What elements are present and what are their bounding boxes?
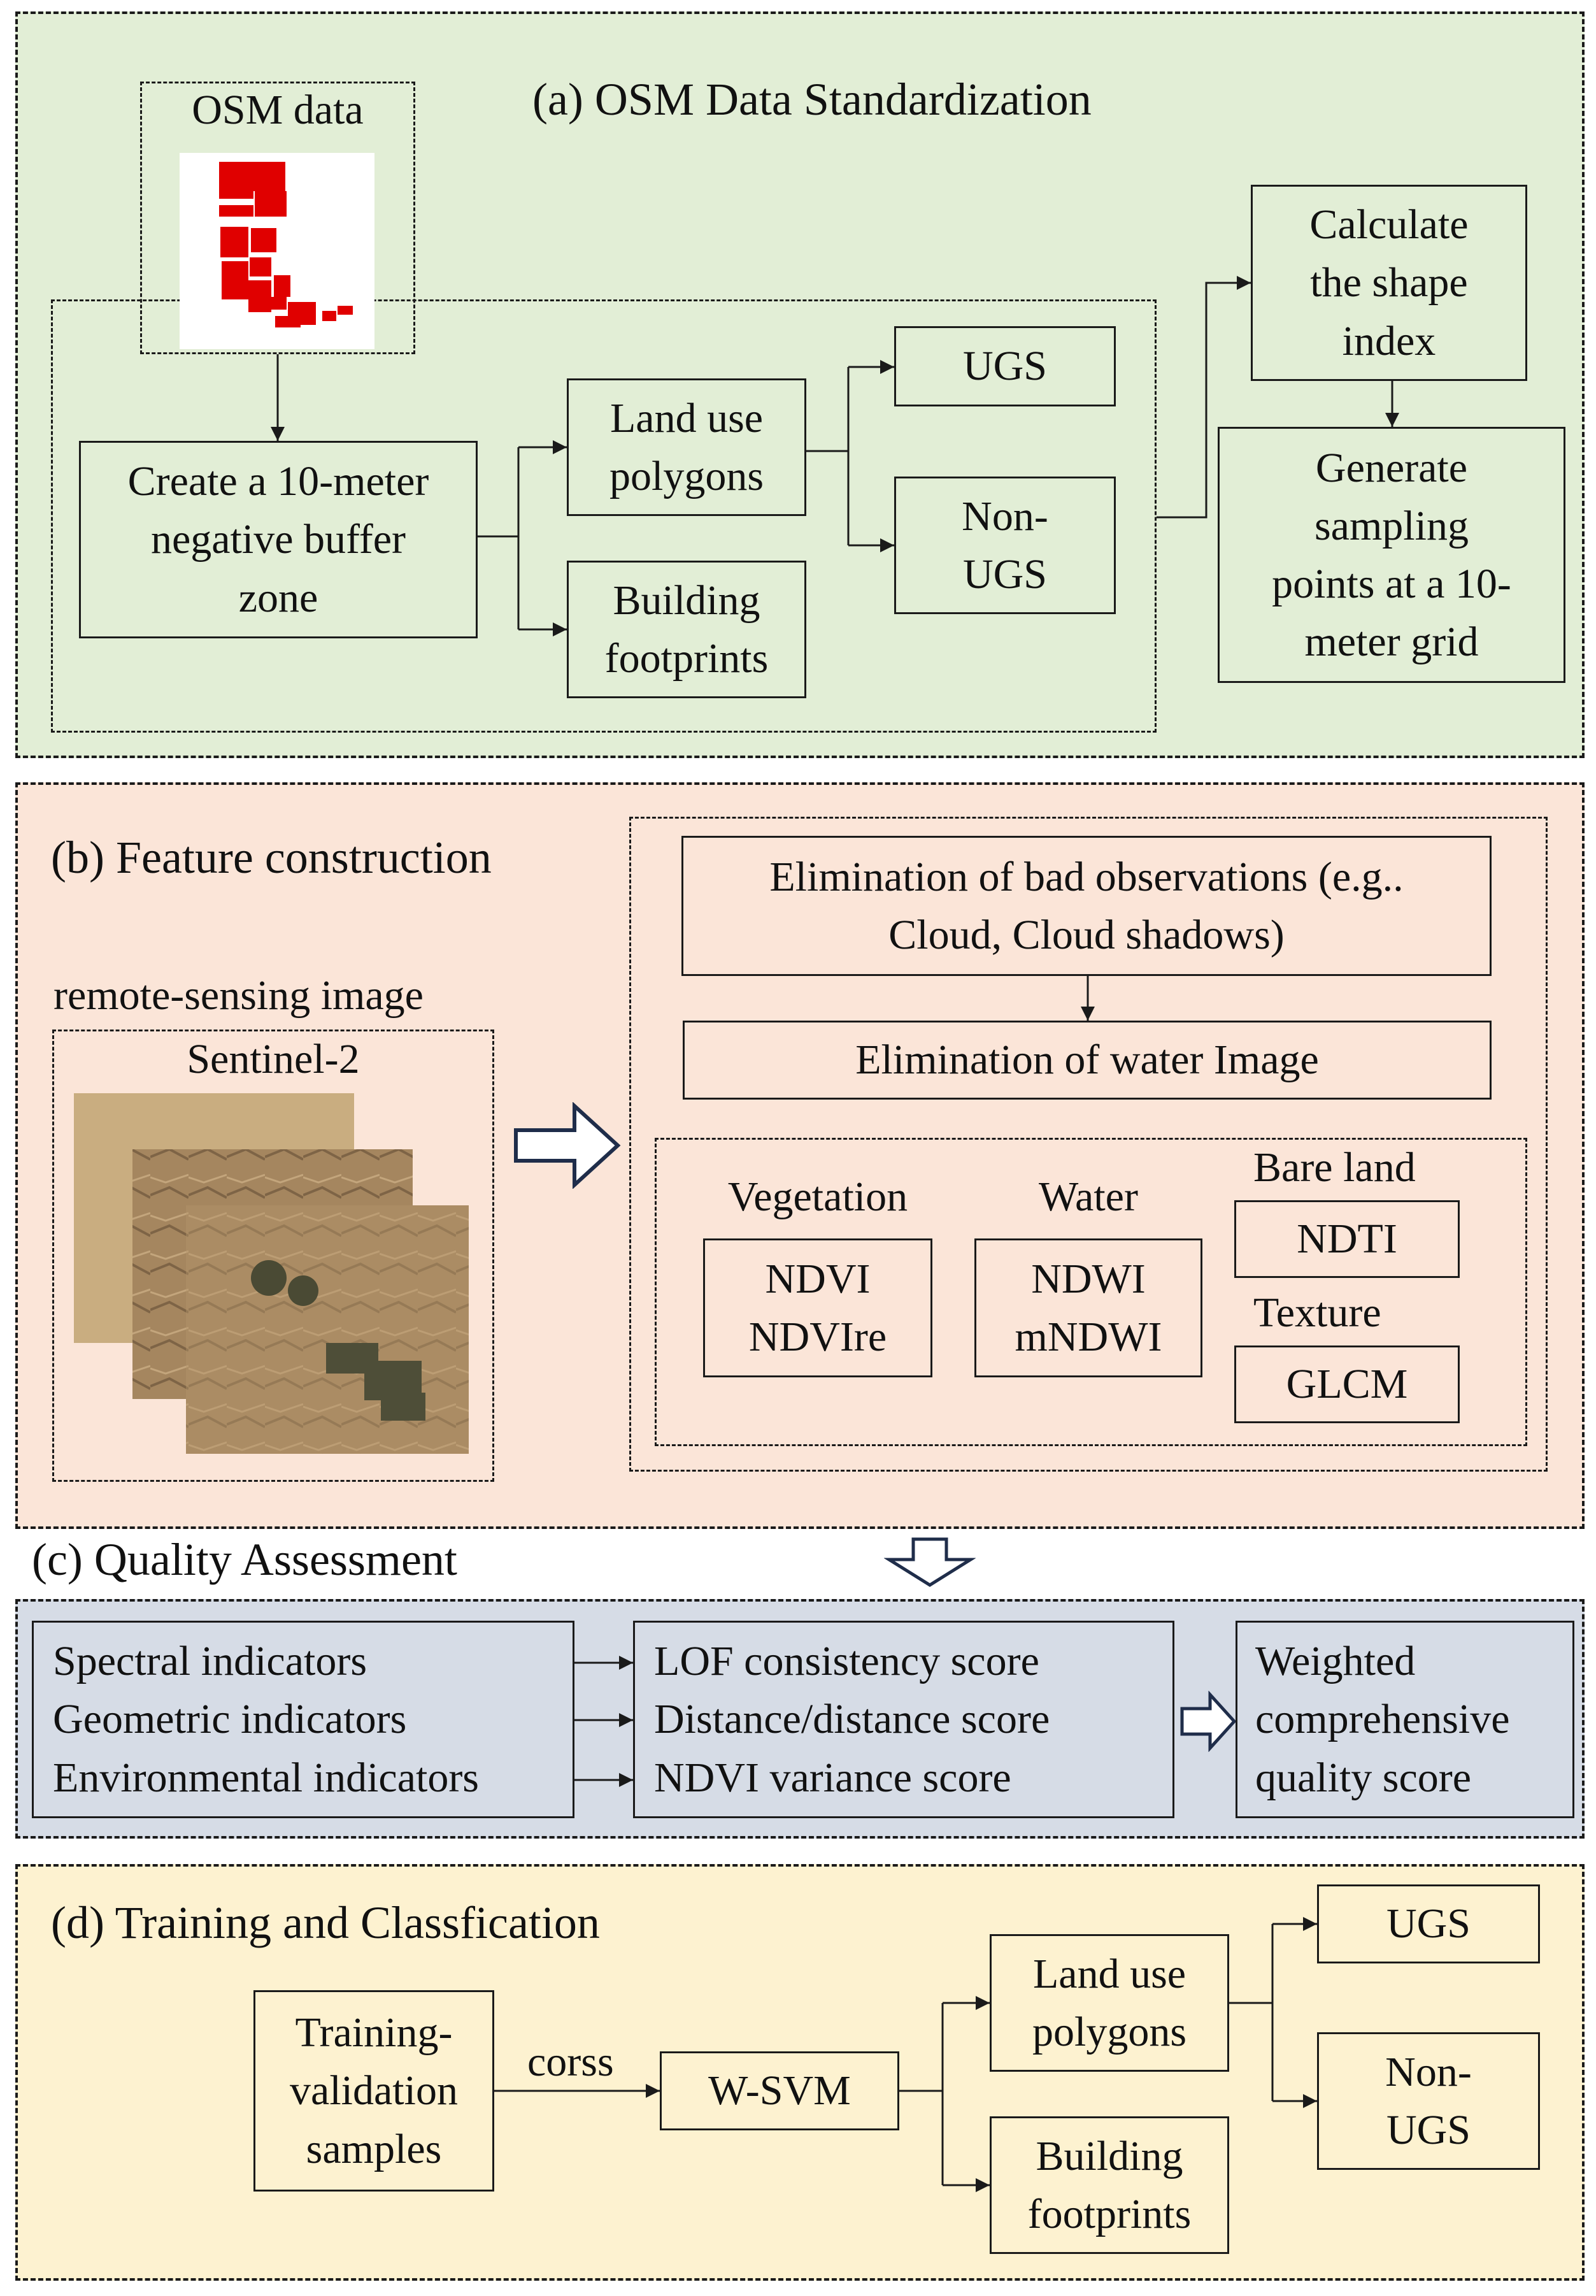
water-indices-box: NDWI mNDWI [974,1238,1202,1377]
water-elimination-box: Elimination of water Image [683,1021,1492,1100]
right-arrow-icon [514,1102,621,1189]
osm-section-title: (a) OSM Data Standardization [532,74,1092,125]
osm-polygon-shape [269,297,287,310]
osm-polygon-shape [338,306,353,315]
bare-land-index-box: NDTI [1234,1200,1460,1278]
weighted-score-box: Weighted comprehensive quality score [1236,1621,1574,1818]
indices-container [655,1138,1527,1446]
osm-polygon-shape [322,311,336,321]
non-ugs-box: Non- UGS [1317,2032,1540,2170]
non-ugs-box: Non- UGS [894,477,1116,614]
water-label: Water [1039,1173,1138,1220]
osm-polygon-shape [220,227,248,257]
building-footprints-box: Building footprints [990,2116,1229,2254]
bare-land-label: Bare land [1253,1144,1416,1191]
bad-observations-box: Elimination of bad observations (e.g.. C… [681,836,1492,976]
sampling-points-box: Generate sampling points at a 10- meter … [1218,427,1565,683]
ugs-box: UGS [894,326,1116,406]
osm-polygon-shape [248,280,271,312]
osm-polygon-shape [274,275,290,297]
osm-polygon-shape [250,257,271,276]
vegetation-label: Vegetation [727,1173,908,1220]
negative-buffer-box: Create a 10-meter negative buffer zone [79,441,478,638]
remote-sensing-label: remote-sensing image [53,972,424,1019]
sentinel-label: Sentinel-2 [187,1036,360,1082]
osm-polygon-shape [222,261,248,299]
satellite-image-stack-icon [74,1093,469,1454]
texture-index-box: GLCM [1234,1345,1460,1423]
osm-data-label: OSM data [192,87,364,133]
scores-box: LOF consistency score Distance/distance … [633,1621,1174,1818]
down-arrow-icon [884,1537,976,1587]
corss-label: corss [527,2039,614,2085]
training-section-title: (d) Training and Classfication [51,1897,600,1948]
shape-index-box: Calculate the shape index [1251,185,1527,381]
land-use-polygons-box: Land use polygons [567,378,806,516]
sentinel-panel [52,1030,494,1482]
osm-polygon-shape [253,162,285,191]
osm-flow-container [51,299,1157,733]
right-arrow-icon [1180,1691,1237,1752]
vegetation-indices-box: NDVI NDVIre [703,1238,932,1377]
osm-polygon-shape [275,316,301,327]
osm-polygons-thumbnail-icon [180,153,374,349]
container-to-shape-connector [1157,276,1251,519]
feature-section-title: (b) Feature construction [51,832,492,883]
ugs-box: UGS [1317,1884,1540,1963]
texture-label: Texture [1253,1289,1381,1336]
osm-polygon-shape [255,191,287,217]
wsvm-box: W-SVM [660,2051,899,2130]
training-samples-box: Training- validation samples [253,1990,494,2192]
land-use-polygons-box: Land use polygons [990,1934,1229,2072]
osm-polygon-shape [219,205,253,217]
osm-data-panel [140,82,415,354]
quality-section-title: (c) Quality Assessment [32,1534,457,1585]
building-footprints-box: Building footprints [567,561,806,698]
osm-polygon-shape [251,228,276,252]
indicators-box: Spectral indicators Geometric indicators… [32,1621,574,1818]
feature-processing-container [629,817,1548,1472]
osm-polygon-shape [219,162,253,199]
